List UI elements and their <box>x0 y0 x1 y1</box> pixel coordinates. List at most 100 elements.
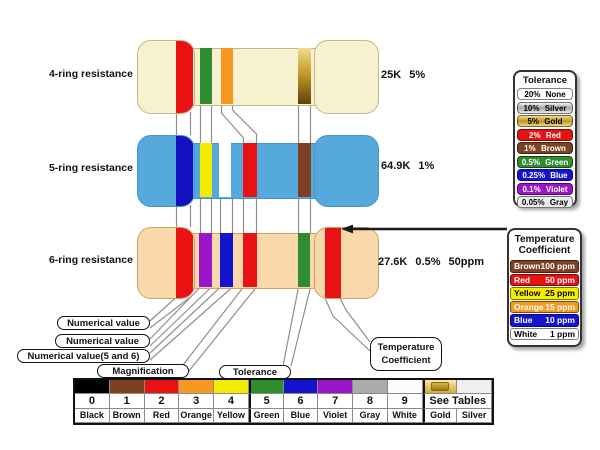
callout-magnification: Magnification <box>97 364 189 378</box>
resistor-6ring <box>137 227 379 299</box>
tempco-row-brown: Brown 100 ppm <box>510 260 579 273</box>
tempco-row-orange-value: 15 ppm <box>545 301 575 312</box>
callout-numerical-value-5-6: Numerical value(5 and 6) <box>17 349 150 363</box>
tolerance-row-brown: 1% Brown <box>517 142 573 154</box>
digit-0: 0 <box>75 394 110 409</box>
tempco-row-red: Red 50 ppm <box>510 273 579 286</box>
resistor-4ring-right-cap <box>314 40 379 114</box>
resistor-4ring <box>137 40 379 114</box>
tolerance-row-silver: 10% Silver <box>517 101 573 114</box>
band-4ring-gold <box>298 48 311 104</box>
tempco-row-yellow-value: 25 ppm <box>545 288 575 298</box>
digit-1: 1 <box>109 394 145 409</box>
swatch-blue <box>283 380 319 394</box>
tempco-row-brown-value: 100 ppm <box>540 261 576 271</box>
band-6ring-green <box>298 233 310 287</box>
name-silver: Silver <box>457 408 492 423</box>
resistor-6ring-left-cap <box>137 227 195 299</box>
name-black: Black <box>75 408 110 423</box>
tolerance-row-green: 0.5% Green <box>517 155 573 168</box>
tempco-row-orange: Orange 15 ppm <box>510 300 579 313</box>
callout-tolerance: Tolerance <box>219 365 291 379</box>
resistor-4ring-left-cap <box>137 40 195 114</box>
name-violet: Violet <box>318 408 353 423</box>
tempco-row-blue: Blue 10 ppm <box>510 314 579 327</box>
resistor-5ring-value: 64.9K 1% <box>381 160 435 172</box>
swatch-gold <box>422 380 458 394</box>
color-code-table: 0 1 2 3 4 5 6 7 8 9 See Tables Black Bro… <box>73 378 494 425</box>
swatch-white <box>387 380 423 394</box>
digit-8: 8 <box>353 394 388 409</box>
tempco-row-yellow-name: Yellow <box>514 288 541 298</box>
name-gray: Gray <box>353 408 388 423</box>
tolerance-legend: Tolerance 20% None 10% Silver 5% Gold 2%… <box>513 70 577 208</box>
name-white: White <box>387 408 423 423</box>
resistor-5ring-label: 5-ring resistance <box>48 162 133 174</box>
swatch-yellow <box>214 380 249 394</box>
name-red: Red <box>144 408 180 423</box>
tempco-legend-title-1: Temperature <box>514 234 575 245</box>
tolerance-row-red: 2% Red <box>517 128 573 141</box>
tempco-row-red-value: 50 ppm <box>545 274 575 285</box>
name-green: Green <box>248 408 284 423</box>
tempco-row-orange-name: Orange <box>514 301 544 312</box>
tolerance-row-none: 20% None <box>517 88 573 100</box>
tempco-legend-title-2: Coefficient <box>518 245 571 256</box>
tolerance-row-gold: 5% Gold <box>517 115 573 127</box>
band-5ring-yellow <box>200 143 212 197</box>
callout-tempco-line2: Coefficient <box>381 355 431 366</box>
tempco-legend: Temperature Coefficient Brown 100 ppm Re… <box>507 228 582 347</box>
band-5ring-red <box>243 143 257 197</box>
callout-temperature-coefficient: Temperature Coefficient <box>370 337 442 371</box>
resistor-6ring-label: 6-ring resistance <box>48 254 133 266</box>
resistor-5ring <box>137 135 379 207</box>
resistor-4ring-value: 25K 5% <box>381 69 426 81</box>
band-5ring-white <box>219 143 231 197</box>
band-5ring-brown <box>298 143 311 197</box>
digit-9: 9 <box>387 394 423 409</box>
band-4ring-orange <box>221 48 233 104</box>
tempco-row-red-name: Red <box>514 274 531 285</box>
tempco-row-blue-value: 10 ppm <box>545 315 575 325</box>
callout-numerical-value-2: Numerical value <box>55 334 150 348</box>
swatch-gray <box>353 380 388 394</box>
digit-4: 4 <box>214 394 249 409</box>
callout-numerical-value-1: Numerical value <box>57 316 150 330</box>
digit-7: 7 <box>318 394 353 409</box>
band-6ring-red2 <box>243 233 257 287</box>
tempco-row-white-value: 1 ppm <box>549 328 575 339</box>
tolerance-row-violet: 0.1% Violet <box>517 182 573 195</box>
resistor-4ring-label: 4-ring resistance <box>48 68 133 80</box>
tolerance-legend-title: Tolerance <box>522 75 568 86</box>
digit-2: 2 <box>144 394 180 409</box>
swatch-green <box>248 380 284 394</box>
tolerance-row-blue: 0.25% Blue <box>517 169 573 181</box>
band-6ring-red3-tempco <box>325 228 341 298</box>
tolerance-row-gray: 0.05% Gray <box>517 196 573 208</box>
digit-6: 6 <box>283 394 319 409</box>
band-6ring-red1 <box>176 228 193 298</box>
swatch-silver <box>457 380 492 394</box>
name-gold: Gold <box>422 408 458 423</box>
tempco-row-yellow: Yellow 25 ppm <box>510 287 579 300</box>
digit-5: 5 <box>248 394 284 409</box>
band-4ring-green <box>200 48 212 104</box>
swatch-violet <box>318 380 353 394</box>
band-6ring-blue <box>220 233 233 287</box>
swatch-brown <box>109 380 145 394</box>
name-yellow: Yellow <box>214 408 249 423</box>
tempco-row-white: White 1 ppm <box>510 327 579 340</box>
tempco-row-white-name: White <box>514 328 538 339</box>
tempco-row-blue-name: Blue <box>514 315 533 325</box>
see-tables-label: See Tables <box>422 394 492 409</box>
resistor-5ring-left-cap <box>137 135 195 207</box>
band-4ring-red <box>176 41 193 113</box>
digit-3: 3 <box>179 394 214 409</box>
name-blue: Blue <box>283 408 319 423</box>
swatch-red <box>144 380 180 394</box>
swatch-orange <box>179 380 214 394</box>
band-6ring-violet <box>199 233 212 287</box>
name-brown: Brown <box>109 408 145 423</box>
name-orange: Orange <box>179 408 214 423</box>
